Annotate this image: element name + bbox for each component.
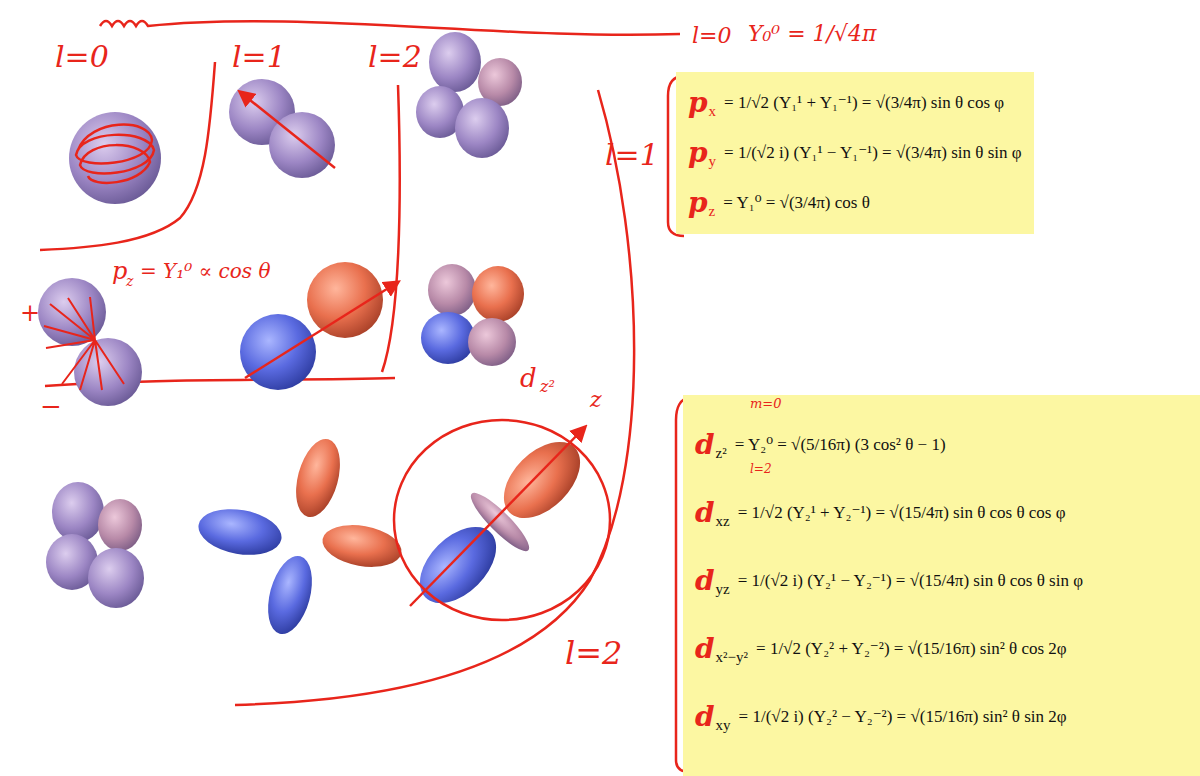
orbital-lobe xyxy=(88,548,144,608)
orbital-subscript: y xyxy=(709,153,717,170)
formula-row: px = 1/√2 (Y₁¹ + Y₁⁻¹) = √(3/4π) sin θ co… xyxy=(688,78,1004,128)
orbital-symbol: d xyxy=(695,634,715,665)
orbital-subscript: x xyxy=(709,103,717,120)
formula: = Y₂⁰ = √(5/16π) (3 cos² θ − 1) xyxy=(735,435,946,455)
handwritten-note: l=1 xyxy=(605,138,659,171)
formula-row: dxz = 1/√2 (Y₂¹ + Y₂⁻¹) = √(15/4π) sin θ … xyxy=(695,479,1066,547)
formula-row: py = 1/(√2 i) (Y₁¹ − Y₁⁻¹) = √(3/4π) sin … xyxy=(688,128,1022,178)
orbital-lobe xyxy=(472,266,524,322)
orbital-symbol: d xyxy=(695,430,715,461)
formula: = 1/√2 (Y₂² + Y₂⁻²) = √(15/16π) sin² θ c… xyxy=(756,639,1067,659)
s-orbital xyxy=(69,112,161,204)
highlight-ellipse xyxy=(394,420,610,620)
wavy-line xyxy=(100,21,680,35)
region-boundary xyxy=(40,62,215,250)
formula-row: dyz = 1/(√2 i) (Y₂¹ − Y₂⁻¹) = √(15/4π) si… xyxy=(695,547,1083,615)
formula: = 1/√2 (Y₂¹ + Y₂⁻¹) = √(15/4π) sin θ cos… xyxy=(738,503,1066,523)
orbital-subscript: z² xyxy=(716,445,727,462)
handwritten-note: z xyxy=(126,274,133,289)
formula: = 1/√2 (Y₁¹ + Y₁⁻¹) = √(3/4π) sin θ cos … xyxy=(724,93,1004,113)
orbital-lobe xyxy=(428,264,476,316)
orbital-lobe xyxy=(52,482,104,542)
orbital-lobe xyxy=(319,519,405,572)
formula-box: dz²= Y₂⁰ = √(5/16π) (3 cos² θ − 1)dxz= 1… xyxy=(683,395,1200,776)
handwritten-note: l=0 xyxy=(692,24,731,48)
orbital-lobe xyxy=(288,434,347,522)
orbital-lobe xyxy=(195,503,285,561)
handwritten-note: = Y₁⁰ ∝ cos θ xyxy=(140,260,271,282)
rays xyxy=(44,297,124,390)
formula: = 1/(√2 i) (Y₁¹ − Y₁⁻¹) = √(3/4π) sin θ … xyxy=(724,143,1021,163)
orbital-lobe xyxy=(74,338,142,406)
handwritten-note: l=2 xyxy=(750,463,772,476)
orbital-lobe xyxy=(38,278,106,346)
axis-arrow xyxy=(245,282,398,378)
orbital-lobe xyxy=(490,428,595,533)
formula-row: pz = Y₁⁰ = √(3/4π) cos θ xyxy=(688,178,870,228)
orbital-lobe xyxy=(240,314,316,390)
orbital-subscript: z xyxy=(709,203,716,220)
orbital-subscript: x²−y² xyxy=(716,649,748,666)
handwritten-note: z xyxy=(590,388,602,412)
orbital-symbol: d xyxy=(695,702,715,733)
formula-row: dz² = Y₂⁰ = √(5/16π) (3 cos² θ − 1) xyxy=(695,411,946,479)
handwritten-note: l=0 xyxy=(55,40,109,73)
orbital-lobe xyxy=(260,551,319,639)
handwritten-note: l=2 xyxy=(368,40,422,73)
handwritten-note: Y₀⁰ = 1/√4π xyxy=(748,22,876,46)
axis-arrow xyxy=(410,427,585,606)
handwritten-note: l=2 xyxy=(565,636,622,671)
orbital-lobe xyxy=(98,499,142,551)
handwritten-note: + xyxy=(20,300,40,326)
orbital-symbol: d xyxy=(695,566,715,597)
handwritten-note: z² xyxy=(540,378,555,396)
orbital-subscript: xy xyxy=(716,717,731,734)
scribble xyxy=(76,125,154,183)
handwritten-note: − xyxy=(40,392,62,421)
handwritten-note: l=1 xyxy=(232,40,286,73)
orbital-symbol: p xyxy=(688,188,708,219)
orbital-symbol: p xyxy=(688,138,708,169)
formula: = Y₁⁰ = √(3/4π) cos θ xyxy=(723,193,870,213)
region-boundary xyxy=(235,90,634,705)
handwritten-note: p xyxy=(112,258,127,284)
orbital-lobe xyxy=(429,32,481,92)
formula: = 1/(√2 i) (Y₂¹ − Y₂⁻¹) = √(15/4π) sin θ… xyxy=(738,571,1083,591)
formula-row: dxy = 1/(√2 i) (Y₂² − Y₂⁻²) = √(15/16π) s… xyxy=(695,683,1067,751)
formula: = 1/(√2 i) (Y₂² − Y₂⁻²) = √(15/16π) sin²… xyxy=(739,707,1067,727)
orbital-lobe xyxy=(455,98,509,158)
orbital-symbol: d xyxy=(695,498,715,529)
orbital-lobe xyxy=(421,312,475,364)
orbital-symbol: p xyxy=(688,88,708,119)
handwritten-note: d xyxy=(520,364,537,393)
formula-row: dx²−y² = 1/√2 (Y₂² + Y₂⁻²) = √(15/16π) si… xyxy=(695,615,1067,683)
handwritten-note: m=0 xyxy=(750,397,782,411)
region-boundary xyxy=(382,85,400,372)
axis-arrow xyxy=(240,92,335,168)
orbital-subscript: xz xyxy=(716,513,730,530)
formula-box: px= 1/√2 (Y₁¹ + Y₁⁻¹) = √(3/4π) sin θ co… xyxy=(676,72,1034,234)
orbital-lobe xyxy=(468,318,516,366)
orbital-subscript: yz xyxy=(716,581,730,598)
